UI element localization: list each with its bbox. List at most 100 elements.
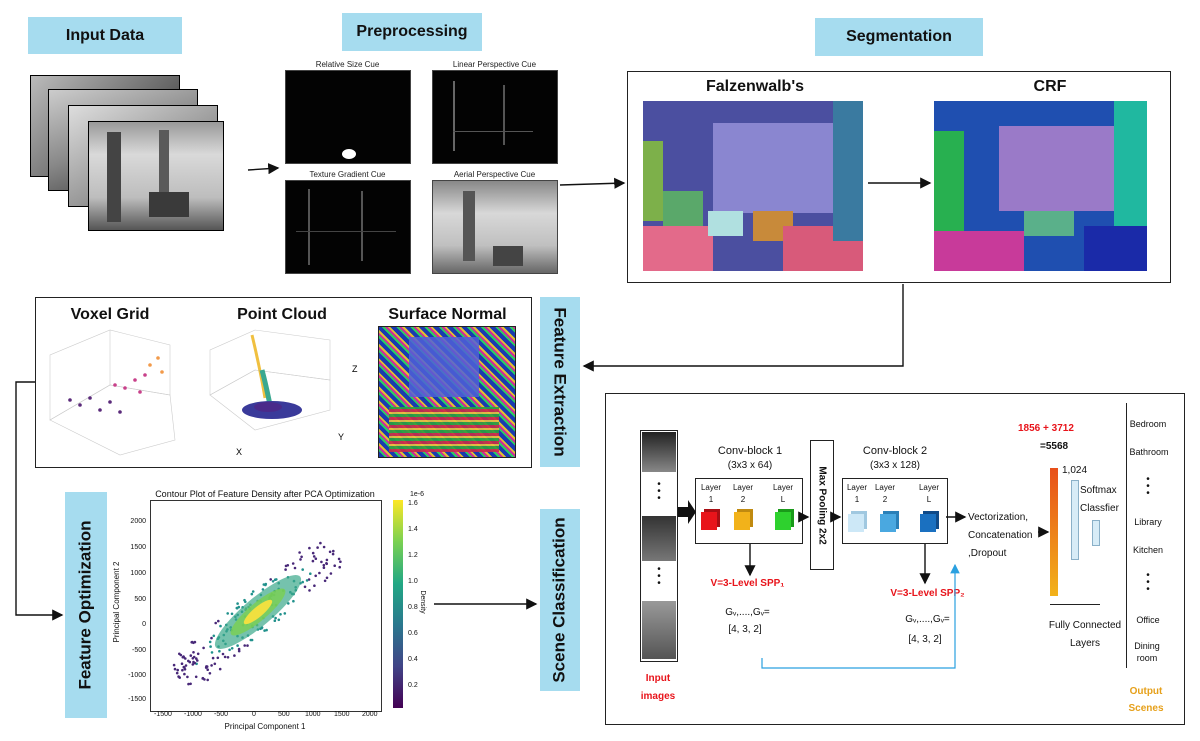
conv-block-1: [695, 478, 803, 544]
arrow-spp-to-vector: [761, 563, 960, 669]
layer-label: Layer L: [772, 483, 793, 504]
xtick: 0: [252, 711, 256, 718]
output-scenes-line-2: Scenes: [1128, 703, 1164, 714]
scene-library: Library: [1134, 517, 1162, 527]
scatter-point: [217, 619, 220, 623]
ytick: -1500: [128, 696, 146, 703]
ytick: 0: [142, 621, 146, 628]
point-cloud-heading: Point Cloud: [237, 306, 327, 323]
scatter-point: [221, 652, 225, 656]
scene-bedroom: Bedroom: [1129, 419, 1167, 429]
scatter-point: [287, 602, 290, 605]
scatter-point: [218, 649, 221, 653]
scatter-point: [188, 660, 192, 664]
gv-label-1: Gᵥ,....,Gᵥ=: [725, 607, 770, 618]
scatter-point: [337, 557, 341, 561]
scatter-point: [322, 566, 326, 569]
softmax-line-1: Softmax: [1080, 485, 1117, 496]
scatter-point: [331, 552, 335, 556]
scatter-point: [194, 675, 198, 679]
colorbar-exponent: 1e-6: [409, 491, 424, 498]
scatter-point: [206, 668, 209, 671]
xtick: -1500: [154, 711, 172, 718]
scatter-point: [218, 667, 222, 671]
scatter-point: [230, 647, 234, 650]
scatter-point: [213, 662, 217, 666]
contour-plot-title: Contour Plot of Feature Density after PC…: [155, 489, 375, 499]
scatter-point: [191, 657, 195, 660]
scatter-point: [286, 564, 290, 567]
scatter-point: [235, 606, 239, 610]
layer-label: Layer L: [918, 483, 939, 504]
scatter-point: [196, 652, 200, 656]
scatter-point: [236, 602, 239, 605]
pc-axis-x: X: [236, 447, 242, 457]
falzenwalb-heading: Falzenwalb's: [705, 78, 805, 95]
scatter-point: [261, 588, 265, 591]
scatter-point: [311, 559, 315, 563]
scatter-point: [301, 568, 305, 571]
scatter-point: [312, 555, 316, 558]
spp1-label: V=3-Level SPP₁: [710, 578, 785, 589]
conv-block-2-dims: (3x3 x 128): [869, 460, 921, 471]
xtick: 2000: [362, 711, 378, 718]
conv-block-2-title: Conv-block 2: [862, 445, 928, 457]
cbtick: 1.0: [408, 578, 418, 585]
falzenwalb-segmentation-image: [643, 101, 863, 271]
scatter-point: [305, 579, 309, 582]
aerial-perspective-cue-image: [432, 180, 558, 274]
arrow-input-to-preprocessing: [247, 163, 280, 175]
pc-axis-z: Z: [352, 364, 358, 374]
scatter-point: [303, 585, 307, 589]
scatter-point: [195, 657, 198, 660]
gv-label-2: Gᵥ,....,Gᵥ=: [905, 614, 950, 625]
layer-label: Layer 2: [874, 483, 895, 504]
cbtick: 0.4: [408, 656, 418, 663]
scatter-point: [187, 682, 190, 686]
ytick: 2000: [130, 518, 146, 525]
xtick: 1500: [334, 711, 350, 718]
surface-normal-heading: Surface Normal: [388, 306, 507, 323]
scatter-point: [193, 661, 197, 665]
scatter-point: [313, 584, 316, 587]
feature-extraction-label: Feature Extraction: [540, 297, 580, 467]
surface-normal-image: [378, 326, 516, 458]
scatter-point: [192, 651, 195, 654]
xtick: 1000: [305, 711, 321, 718]
scatter-point: [228, 648, 231, 652]
scatter-point: [329, 572, 333, 575]
cbtick: 1.6: [408, 500, 418, 507]
scatter-point: [320, 560, 323, 564]
scatter-point: [205, 665, 208, 668]
input-image-stack: [30, 75, 230, 235]
scatter-point: [201, 677, 204, 680]
scatter-point: [325, 562, 329, 566]
contour-xticks: -1500 -1000 -500 0 500 1000 1500 2000: [150, 711, 380, 721]
scatter-point: [314, 557, 318, 560]
arrow-strip-to-conv1: [678, 500, 696, 524]
feature-optimization-label: Feature Optimization: [65, 492, 107, 718]
scatter-point: [283, 612, 287, 615]
strip-dots-1: • • •: [657, 479, 661, 504]
spp2-label: V=3-Level SPP₂: [890, 588, 965, 599]
scatter-point: [233, 654, 236, 657]
scene-dots-2: • • •: [1146, 570, 1150, 595]
fc-divider: [1050, 604, 1100, 605]
scatter-point: [309, 572, 312, 575]
scatter-point: [180, 662, 184, 665]
scatter-point: [237, 647, 241, 651]
scatter-point: [325, 576, 329, 580]
scatter-point: [210, 664, 213, 667]
scenes-divider: [1126, 403, 1127, 668]
input-data-label: Input Data: [28, 17, 182, 54]
scatter-point: [269, 578, 273, 581]
ytick: 1500: [130, 544, 146, 551]
colorbar: [393, 500, 403, 708]
scatter-point: [182, 665, 186, 669]
texture-gradient-cue-title: Texture Gradient Cue: [309, 170, 386, 179]
conv-block-1-dims: (3x3 x 64): [727, 460, 773, 471]
scatter-point: [189, 682, 192, 686]
scatter-point: [339, 560, 342, 563]
